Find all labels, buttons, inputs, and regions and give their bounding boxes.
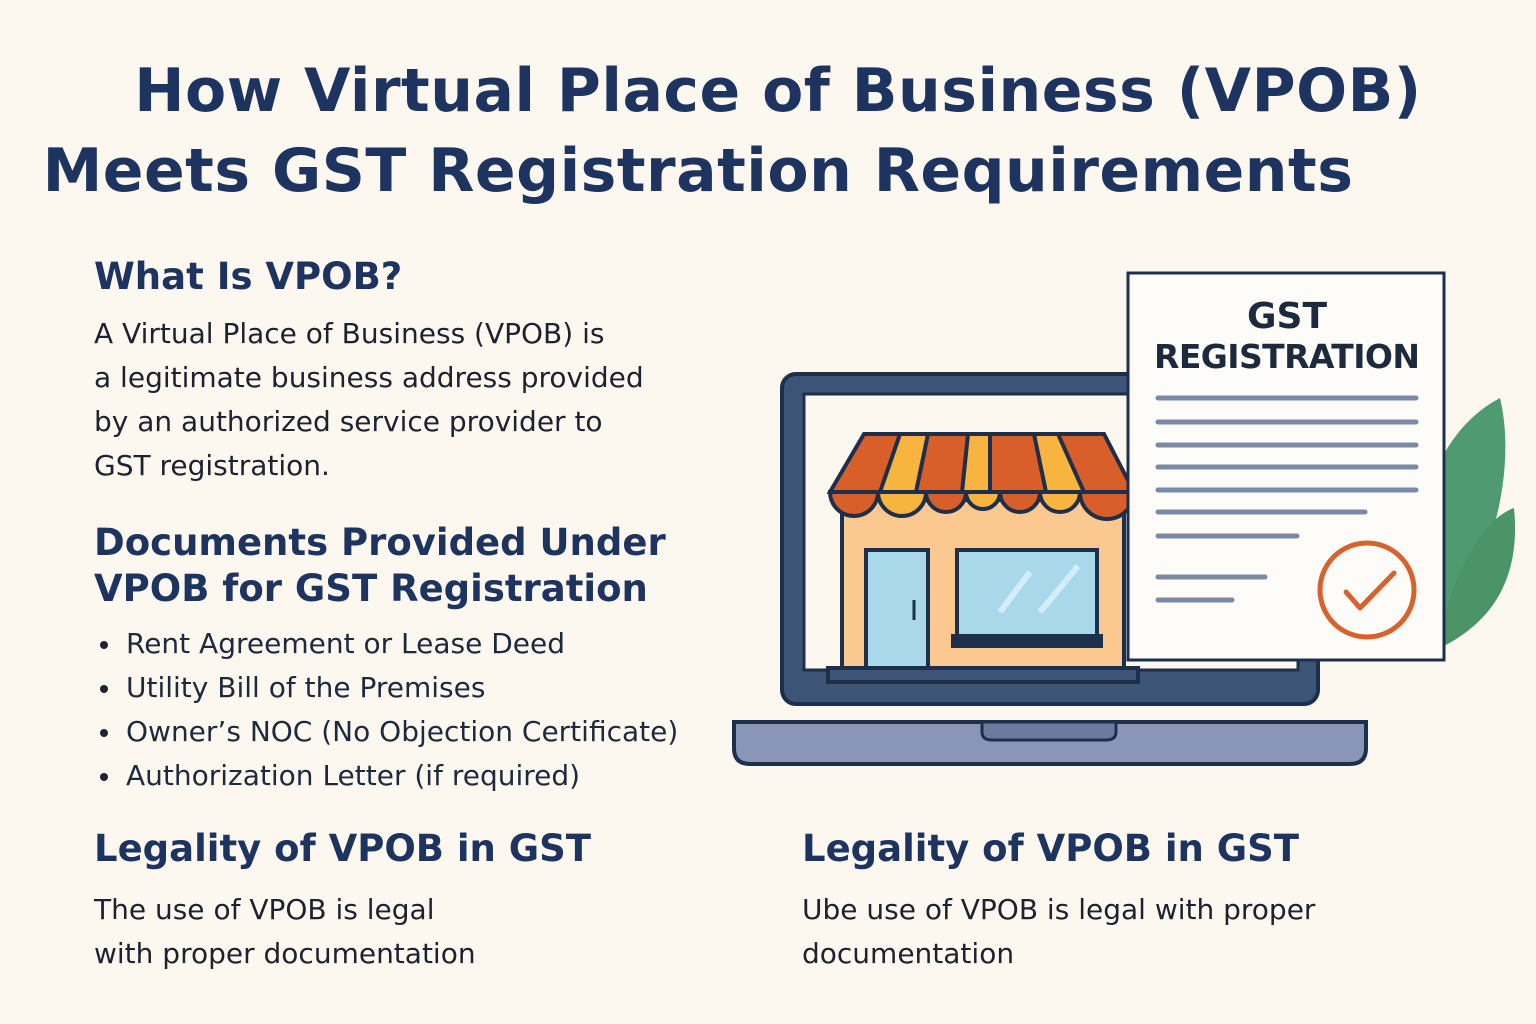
list-item: Utility Bill of the Premises xyxy=(94,666,678,710)
documents-list: Rent Agreement or Lease Deed Utility Bil… xyxy=(94,622,678,798)
text-line: documentation xyxy=(802,937,1015,970)
leaf-icon xyxy=(1418,398,1516,650)
legality-right-heading: Legality of VPOB in GST xyxy=(802,827,1300,870)
text-line: a legitimate business address provided xyxy=(94,361,644,394)
page-title-line-2: Meets GST Registration Requirements xyxy=(42,136,1354,206)
storefront-icon xyxy=(826,432,1140,684)
list-item: Owner’s NOC (No Objection Certificate) xyxy=(94,710,678,754)
what-is-heading: What Is VPOB? xyxy=(94,255,403,298)
what-is-text: A Virtual Place of Business (VPOB) is a … xyxy=(94,312,644,488)
page-title-line-1: How Virtual Place of Business (VPOB) xyxy=(134,56,1422,126)
checkmark-icon xyxy=(1317,540,1417,640)
legality-left-text: The use of VPOB is legal with proper doc… xyxy=(94,888,476,976)
text-line: Ube use of VPOB is legal with proper xyxy=(802,893,1316,926)
text-line: by an authorized service provider to xyxy=(94,405,603,438)
text-line: The use of VPOB is legal xyxy=(94,893,435,926)
heading-line: Documents Provided Under xyxy=(94,521,666,564)
doc-title-line-2: REGISTRATION xyxy=(1154,337,1420,376)
doc-title-line-1: GST xyxy=(1247,296,1327,337)
heading-line: VPOB for GST Registration xyxy=(94,567,648,610)
document-icon: GST REGISTRATION xyxy=(1126,271,1446,662)
laptop-icon xyxy=(732,372,1368,766)
text-line: A Virtual Place of Business (VPOB) is xyxy=(94,317,605,350)
legality-left-heading: Legality of VPOB in GST xyxy=(94,827,592,870)
legality-right-text: Ube use of VPOB is legal with proper doc… xyxy=(802,888,1315,976)
list-item: Authorization Letter (if required) xyxy=(94,754,678,798)
documents-heading: Documents Provided Under VPOB for GST Re… xyxy=(94,520,666,612)
list-item: Rent Agreement or Lease Deed xyxy=(94,622,678,666)
text-line: GST registration. xyxy=(94,449,330,482)
text-line: with proper documentation xyxy=(94,937,476,970)
